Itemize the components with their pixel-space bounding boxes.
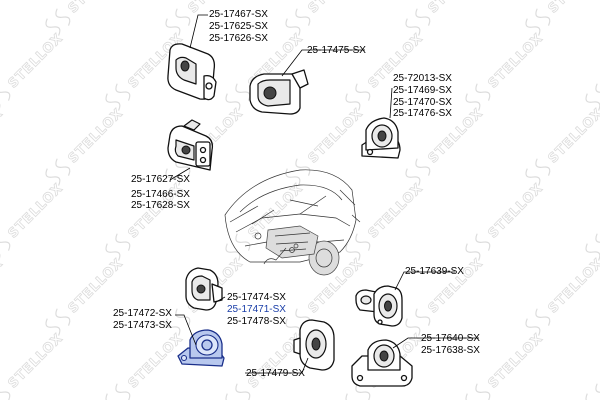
part-number-label: 25-17640-SX — [421, 333, 480, 344]
part-number-label: 25-17478-SX — [227, 316, 286, 327]
part-number-label-highlighted: 25-17471-SX — [227, 304, 286, 315]
part-number-label: 25-17470-SX — [393, 97, 452, 108]
part-number-label: 25-72013-SX — [393, 73, 452, 84]
part-number-label: 25-17467-SX — [209, 9, 268, 20]
part-number-label: 25-17628-SX — [131, 200, 190, 211]
engine-mount-part-4 — [167, 119, 214, 171]
part-number-label: 25-17469-SX — [393, 85, 452, 96]
engine-mount-part-2 — [249, 69, 309, 115]
engine-mount-part-9 — [293, 319, 335, 371]
part-number-label: 25-17476-SX — [393, 108, 452, 119]
part-number-label: 25-17466-SX — [131, 189, 190, 200]
part-number-label: 25-17475-SX — [307, 45, 366, 56]
engine-mount-part-5 — [355, 285, 403, 327]
part-number-label: 25-17638-SX — [421, 345, 480, 356]
part-number-label: 25-17626-SX — [209, 33, 268, 44]
part-number-label: 25-17474-SX — [227, 292, 286, 303]
part-number-label: 25-17625-SX — [209, 21, 268, 32]
engine-mount-part-6 — [185, 267, 223, 311]
leader-lines — [169, 14, 479, 374]
highlighted-mount-25-17471-sx — [177, 329, 225, 367]
part-number-label: 25-17639-SX — [405, 266, 464, 277]
part-number-label: 25-17479-SX — [246, 368, 305, 379]
engine-mount-part-1 — [167, 43, 217, 101]
engine-mount-part-8 — [351, 339, 413, 387]
watermark-logo: STELLOX — [585, 383, 600, 400]
part-number-label: 25-17473-SX — [113, 320, 172, 331]
car-body-illustration — [224, 169, 361, 276]
engine-mount-part-3 — [361, 117, 401, 159]
part-number-label: 25-17472-SX — [113, 308, 172, 319]
part-number-label: 25-17627-SX — [131, 174, 190, 185]
